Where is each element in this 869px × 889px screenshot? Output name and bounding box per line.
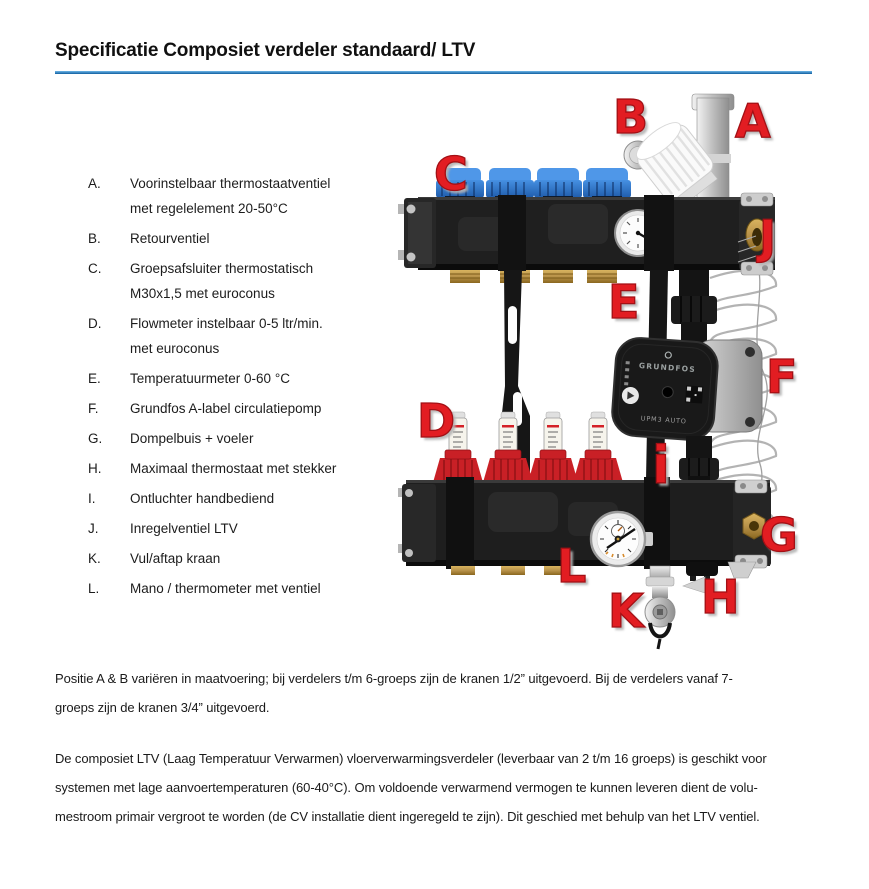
flowmeters [432, 411, 624, 493]
thermostat-plug [682, 561, 757, 594]
product-photo: GRUNDFOS UPM3 AUTO [398, 92, 850, 652]
part-letter: E. [88, 371, 101, 386]
parts-list-item: H. Maximaal thermostaat met stekker [88, 456, 418, 481]
photo-label-d: D [416, 394, 456, 448]
part-description: Maximaal thermostaat met stekker [130, 461, 337, 476]
part-letter: K. [88, 551, 101, 566]
upper-end-block-right [737, 192, 775, 276]
part-letter: A. [88, 176, 101, 191]
part-letter: D. [88, 316, 102, 331]
lower-manifold [398, 477, 771, 650]
thermostat-head [635, 122, 718, 207]
lower-brass-connections [451, 566, 568, 575]
photo-label-h: H [700, 570, 740, 624]
parts-list-item: E. Temperatuurmeter 0-60 °C [88, 366, 418, 391]
photo-label-a: A [734, 94, 771, 148]
part-description: Inregelventiel LTV [130, 521, 238, 536]
blue-caps [436, 168, 631, 200]
photo-label-j: J [758, 210, 777, 264]
part-letter: I. [88, 491, 96, 506]
note-line: De composiet LTV (Laag Temperatuur Verwa… [55, 751, 767, 766]
photo-label-b: B [612, 90, 649, 144]
part-letter: B. [88, 231, 101, 246]
parts-list-item: J. Inregelventiel LTV [88, 516, 418, 541]
upper-end-block-left [398, 198, 436, 268]
photo-label-l: L [556, 539, 587, 593]
lower-end-block-right [733, 479, 771, 569]
part-description: Retourventiel [130, 231, 210, 246]
part-description: Ontluchter handbediend [130, 491, 275, 506]
parts-list-item: B. Retourventiel [88, 226, 418, 251]
parts-list-item: D. Flowmeter instelbaar 0-5 ltr/min.met e… [88, 311, 418, 361]
page-title: Specificatie Composiet verdeler standaar… [55, 40, 476, 61]
part-letter: G. [88, 431, 103, 446]
parts-list-item: I. Ontluchter handbediend [88, 486, 418, 511]
part-letter: H. [88, 461, 102, 476]
photo-label-g: G [759, 508, 798, 562]
parts-list-item: G. Dompelbuis + voeler [88, 426, 418, 451]
part-letter: L. [88, 581, 100, 596]
part-description: Temperatuurmeter 0-60 °C [130, 371, 290, 386]
pump-face: GRUNDFOS UPM3 AUTO [611, 337, 719, 441]
part-letter: C. [88, 261, 102, 276]
photo-label-i: i [651, 436, 670, 496]
mano-thermometer-gauge [589, 510, 653, 568]
note-paragraph-sizes: Positie A & B variëren in maatvoering; b… [55, 664, 845, 722]
parts-list-item: L. Mano / thermometer met ventiel [88, 576, 418, 601]
photo-label-e: E [607, 275, 640, 329]
part-letter: J. [88, 521, 99, 536]
part-description: Dompelbuis + voeler [130, 431, 254, 446]
pump-brand-text: GRUNDFOS [639, 361, 697, 374]
photo-label-c: C [433, 147, 468, 201]
part-description: Mano / thermometer met ventiel [130, 581, 321, 596]
upper-brass-connections [450, 270, 617, 283]
note-line: systemen met lage aanvoertemperaturen (6… [55, 780, 758, 795]
part-letter: F. [88, 401, 99, 416]
circulation-pump: GRUNDFOS UPM3 AUTO [611, 270, 763, 484]
title-underline [55, 71, 812, 74]
pump-model-text: UPM3 AUTO [641, 414, 687, 425]
note-line: groeps zijn de kranen 3/4” uitgevoerd. [55, 700, 270, 715]
note-line: Positie A & B variëren in maatvoering; b… [55, 671, 733, 686]
drain-valve [644, 565, 676, 650]
note-line: mestroom primair vergroot te worden (de … [55, 809, 760, 824]
parts-list-item: F. Grundfos A-label circulatiepomp [88, 396, 418, 421]
part-description: Grundfos A-label circulatiepomp [130, 401, 322, 416]
part-description: Flowmeter instelbaar 0-5 ltr/min.met eur… [130, 316, 323, 356]
pointer-arrow [682, 576, 706, 594]
part-description: Vul/aftap kraan [130, 551, 221, 566]
note-paragraph-ltv: De composiet LTV (Laag Temperatuur Verwa… [55, 744, 845, 831]
manifold-photo-illustration: GRUNDFOS UPM3 AUTO [398, 93, 778, 650]
parts-list-item: K. Vul/aftap kraan [88, 546, 418, 571]
photo-label-f: F [765, 350, 798, 404]
lower-end-block-left [398, 484, 436, 562]
photo-label-k: K [607, 584, 644, 638]
